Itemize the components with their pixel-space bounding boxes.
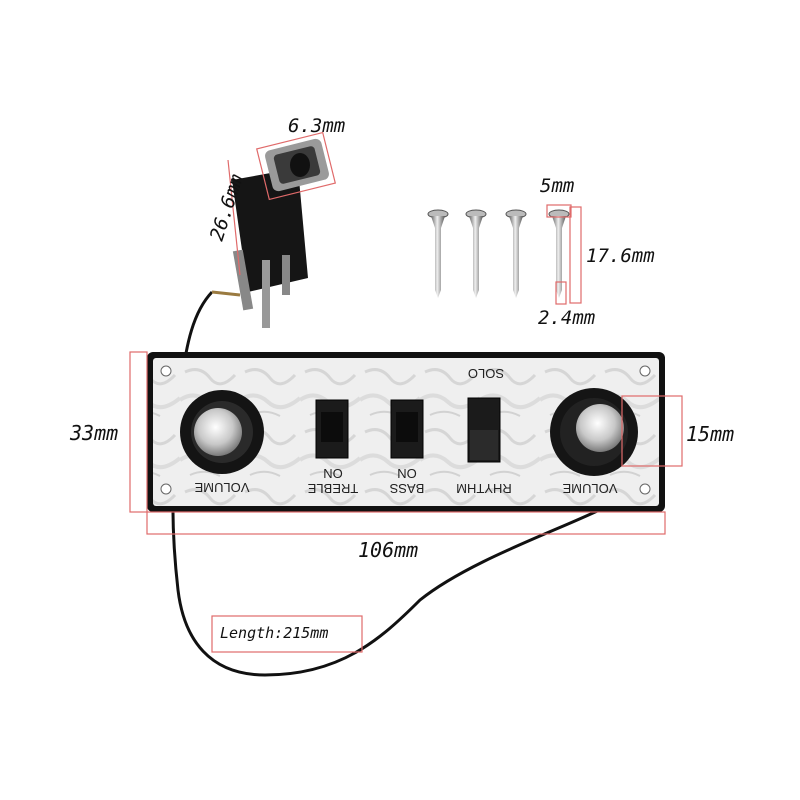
jack-diameter-marker — [255, 131, 337, 201]
screw — [548, 209, 570, 298]
plate-width-text: 106mm — [358, 538, 418, 562]
screw-head-marker — [546, 204, 572, 218]
volume-knob-left[interactable] — [180, 390, 264, 474]
screw-shank-text: 2.4mm — [538, 307, 595, 329]
screw-head-text: 5mm — [540, 175, 574, 197]
treble-on-label: ON — [323, 466, 343, 481]
treble-label: TREBLE — [307, 481, 358, 496]
plate-width-marker — [146, 511, 666, 535]
treble-switch[interactable] — [315, 399, 349, 459]
screw — [427, 209, 449, 298]
bass-on-label: ON — [397, 466, 417, 481]
rhythm-solo-switch[interactable] — [467, 397, 501, 463]
volume-left-label: VOLUME — [194, 480, 249, 495]
bass-switch[interactable] — [390, 399, 424, 459]
volume-right-label: VOLUME — [562, 481, 617, 496]
rhythm-label: RHYTHM — [456, 481, 512, 496]
screw-length-text: 17.6mm — [586, 245, 655, 267]
cable-length-marker — [211, 615, 363, 653]
bass-label: BASS — [389, 481, 424, 496]
jack-length-marker — [227, 159, 241, 276]
plate-height-text: 33mm — [69, 421, 118, 445]
output-jack — [211, 138, 329, 328]
solo-label: SOLO — [468, 366, 504, 381]
screw — [465, 209, 487, 298]
cable-length-text: Length:215mm — [220, 624, 328, 642]
knob-height-marker — [621, 395, 683, 467]
screw-shank-marker — [555, 281, 567, 305]
volume-knob-right[interactable] — [550, 388, 638, 476]
knob-height-text: 15mm — [686, 422, 734, 446]
screw — [505, 209, 527, 298]
jack-diameter-text: 6.3mm — [288, 115, 345, 137]
screw-length-marker — [569, 206, 582, 304]
plate-height-marker — [129, 351, 148, 513]
